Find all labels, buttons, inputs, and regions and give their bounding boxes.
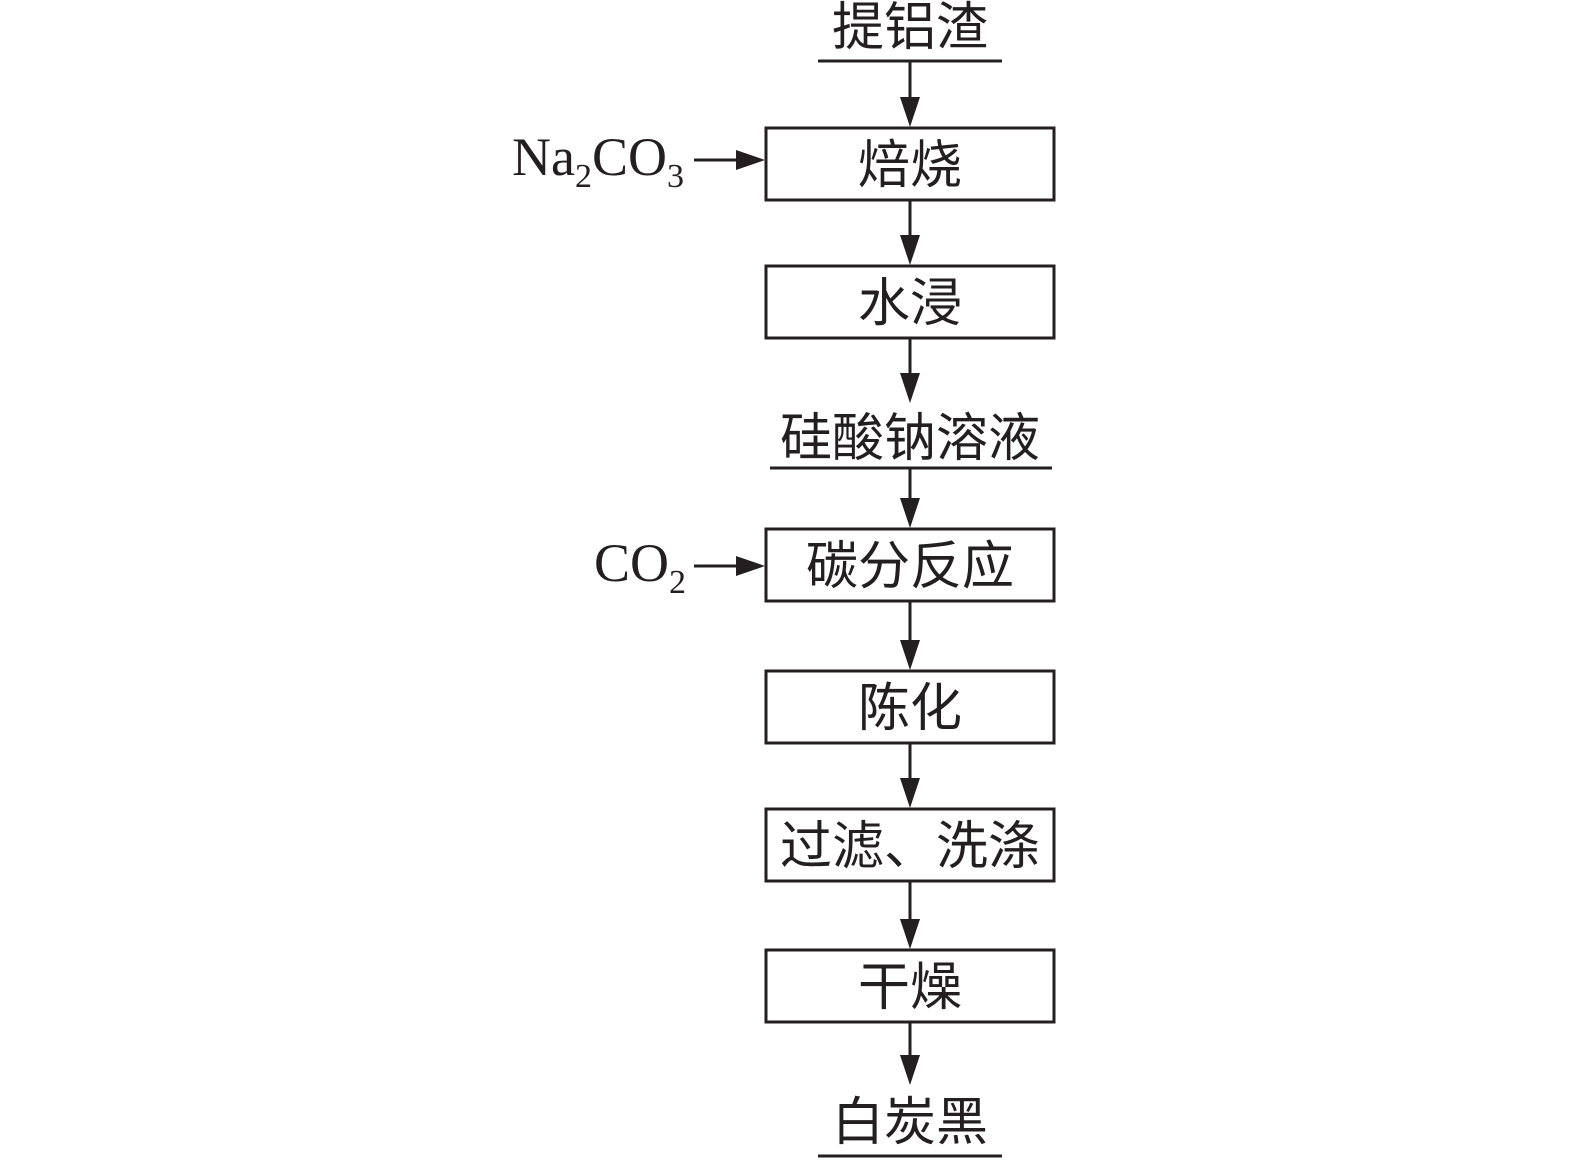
co2-label: CO2 <box>594 533 686 601</box>
step-roasting-box <box>764 126 1056 202</box>
step-aging: 陈化 <box>764 669 1056 745</box>
step-water-leaching-box <box>764 264 1056 340</box>
step-roasting-label: 焙烧 <box>858 136 962 196</box>
step-water-leaching: 水浸 <box>764 264 1056 340</box>
start-material: 提铝渣 <box>818 0 1002 63</box>
arrow-drying-to-product <box>900 1023 920 1085</box>
arrow-leaching-to-solution <box>900 339 920 403</box>
step-carbonation-label: 碳分反应 <box>806 537 1014 597</box>
input-co2: CO2 <box>594 533 765 601</box>
step-carbonation-box <box>764 527 1056 603</box>
arrow-start-to-roasting <box>900 62 920 127</box>
step-filter-wash: 过滤、洗涤 <box>764 807 1056 883</box>
step-aging-label: 陈化 <box>858 679 962 739</box>
step-carbonation: 碳分反应 <box>764 527 1056 603</box>
step-drying: 干燥 <box>764 948 1056 1024</box>
input-na2co3: Na2CO3 <box>512 127 765 195</box>
step-roasting: 焙烧 <box>764 126 1056 202</box>
co2-arrowhead <box>736 556 765 576</box>
step-drying-box <box>764 948 1056 1024</box>
intermediate-solution-label: 硅酸钠溶液 <box>780 409 1040 469</box>
intermediate-solution: 硅酸钠溶液 <box>770 409 1052 470</box>
na2co3-label: Na2CO3 <box>512 127 684 195</box>
arrow-roasting-to-leaching <box>900 201 920 265</box>
step-water-leaching-label: 水浸 <box>858 274 962 334</box>
arrow-solution-to-carbonation <box>900 469 920 528</box>
step-drying-label: 干燥 <box>858 958 962 1018</box>
step-filter-wash-box <box>764 807 1056 883</box>
arrow-carbonation-to-aging <box>900 602 920 670</box>
arrow-aging-to-filter <box>900 744 920 808</box>
product-label: 白炭黑 <box>832 1093 988 1153</box>
step-filter-wash-label: 过滤、洗涤 <box>780 817 1040 877</box>
product: 白炭黑 <box>818 1093 1002 1158</box>
start-material-label: 提铝渣 <box>832 0 988 58</box>
step-aging-box <box>764 669 1056 745</box>
na2co3-arrowhead <box>736 150 765 170</box>
arrow-filter-to-drying <box>900 882 920 949</box>
